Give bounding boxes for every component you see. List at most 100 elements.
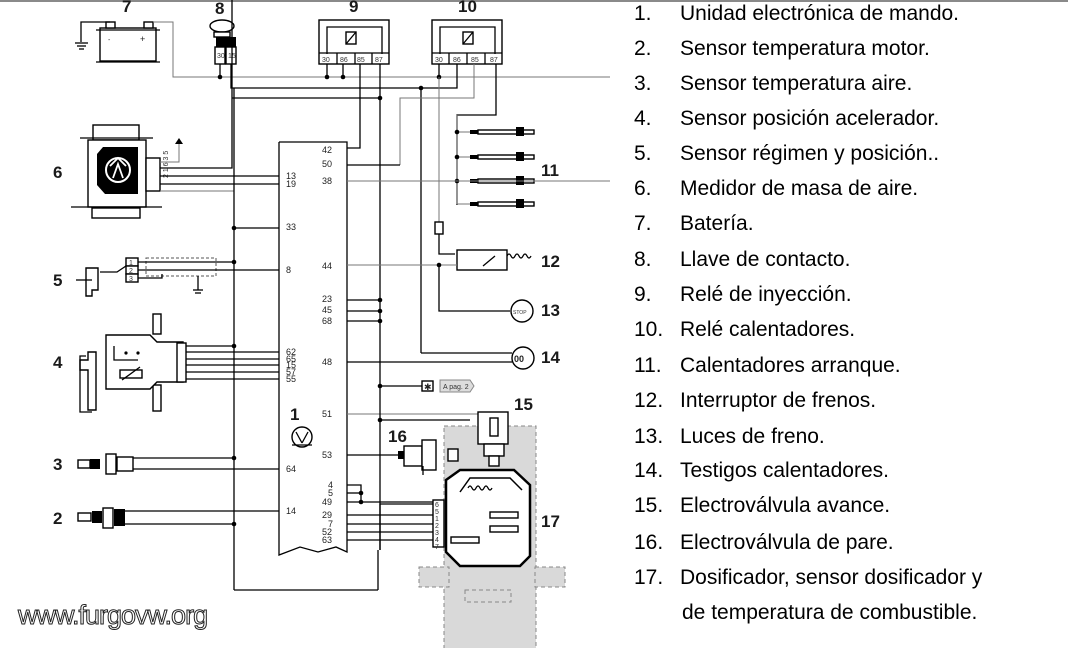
ecu-pin-14: 14 [286,506,296,516]
legend-item: 12.Interruptor de frenos. [634,389,877,412]
label-3: 3 [53,455,62,474]
legend-item: 2.Sensor temperatura motor. [634,37,930,60]
legend-item: 9.Relé de inyección. [634,283,852,306]
label-13: 13 [541,301,560,320]
page-ref-label: A pag. 2 [443,384,469,391]
legend-item: 3.Sensor temperatura aire. [634,72,913,95]
relay9-pin-86: 86 [340,57,348,64]
relay10-pin-30: 30 [435,57,443,64]
ecu-pin-52: 52 [322,527,332,537]
legend-item-continuation: de temperatura de combustible. [682,601,978,624]
advance-solenoid [477,411,509,467]
relay10-pin-86: 86 [453,57,461,64]
ecu-pin-8: 8 [286,265,291,275]
accelerator-sensor [79,313,279,413]
label-9: 9 [349,0,358,16]
ecu-pin-45: 45 [322,305,332,315]
relay-glow-plugs: 30 86 85 87 [431,19,503,65]
doser-pin-3: 3 [435,530,439,537]
top-border [0,0,1068,2]
svg-text:00: 00 [514,354,524,364]
label-10: 10 [458,0,477,16]
ecu-pin-49: 49 [322,497,332,507]
ecu-pin-44: 44 [322,261,332,271]
legend-item: 13.Luces de freno. [634,425,825,448]
brake-switch [347,249,532,312]
ecu-pin-29: 29 [322,510,332,520]
ecu-pin-62: 62 [286,347,296,357]
fuel-doser: 6 5 1 2 3 4 7 [432,468,532,568]
ecu-pin-42: 42 [322,145,332,155]
speed-pin-2: 2 [129,268,133,275]
legend-item: 16.Electroválvula de pare. [634,531,894,554]
glow-plug [454,127,535,136]
doser-pin-6: 6 [435,502,439,509]
speed-position-sensor: 1 2 3 [76,257,279,297]
label-6: 6 [53,163,62,182]
label-16: 16 [388,427,407,446]
doser-pin-7: 7 [435,544,439,551]
relay-injection: 30 86 85 87 [318,19,390,65]
ground-icon [175,138,183,144]
relay-wiring [232,64,497,412]
ecu-pin-55: 55 [286,374,296,384]
ecu-unit [278,141,348,556]
ecu-pin-7: 7 [328,519,333,529]
label-12: 12 [541,252,560,271]
ecu-pin-23: 23 [322,294,332,304]
speed-pin-3: 3 [129,276,133,283]
ecu-pin-13: 13 [286,171,296,181]
ecu-pin-4: 4 [328,480,333,490]
legend-item: 10.Relé calentadores. [634,318,856,341]
label-7: 7 [122,0,131,16]
svg-text:✱: ✱ [424,382,432,392]
label-4: 4 [53,353,63,372]
air-temperature-sensor [77,453,279,475]
legend-item: 6.Medidor de masa de aire. [634,177,919,200]
stop-label: STOP [513,310,527,316]
ecu-pin-48: 48 [322,357,332,367]
engine-temperature-sensor [77,507,279,529]
ecu-pin-57: 57 [286,367,296,377]
label-15: 15 [514,395,533,414]
ecu-pin-33: 33 [286,222,296,232]
battery: - + [75,21,610,78]
legend-item: 14.Testigos calentadores. [634,459,889,482]
ground-icon [75,42,88,50]
speed-pin-1: 1 [129,260,133,267]
doser-connector: 6 5 1 2 3 4 7 [432,499,445,551]
stop-solenoid [398,439,459,475]
glow-warning-lamp: 00 [347,346,535,370]
battery-minus: - [108,37,111,44]
label-8: 8 [215,0,224,18]
label-2: 2 [53,509,62,528]
label-11: 11 [541,161,559,180]
ecu-pin-38: 38 [322,176,332,186]
label-1: 1 [290,405,299,424]
ground-icon [193,289,203,294]
ecu-left-wiring [231,225,279,231]
glow-plugs [454,115,535,208]
relay10-pin-87: 87 [490,57,498,64]
maf-sensor: 2 1 6 3 5 [71,0,279,219]
legend-item: 15.Electroválvula avance. [634,494,891,517]
relay9-pin-87: 87 [375,57,383,64]
ecu-pin-labels: 42 50 38 44 23 45 68 48 51 53 4 5 49 29 … [286,145,333,545]
label-5: 5 [53,271,62,290]
ecu-pin-5: 5 [328,488,333,498]
glow-plug [457,199,535,208]
legend-item: 8.Llave de contacto. [634,248,851,271]
ecu-pin-15: 15 [286,360,296,370]
ecu-pin-50: 50 [322,159,332,169]
watermark: www.furgovw.org [17,600,208,631]
ecu-pin-63: 63 [322,535,332,545]
relay9-pin-30: 30 [322,57,330,64]
page-reference: ✱ A pag. 2 [421,379,475,393]
wiring-diagram: 7 8 9 10 6 5 4 3 2 1 11 12 13 14 15 16 1… [53,0,610,648]
doser-pin-5: 5 [435,509,439,516]
doser-pin-2: 2 [435,523,439,530]
ecu-pin-51: 51 [322,409,332,419]
ecu-pin-19: 19 [286,179,296,189]
doser-pin-1: 1 [435,516,439,523]
legend-item: 17.Dosificador, sensor dosificador y [634,566,983,589]
